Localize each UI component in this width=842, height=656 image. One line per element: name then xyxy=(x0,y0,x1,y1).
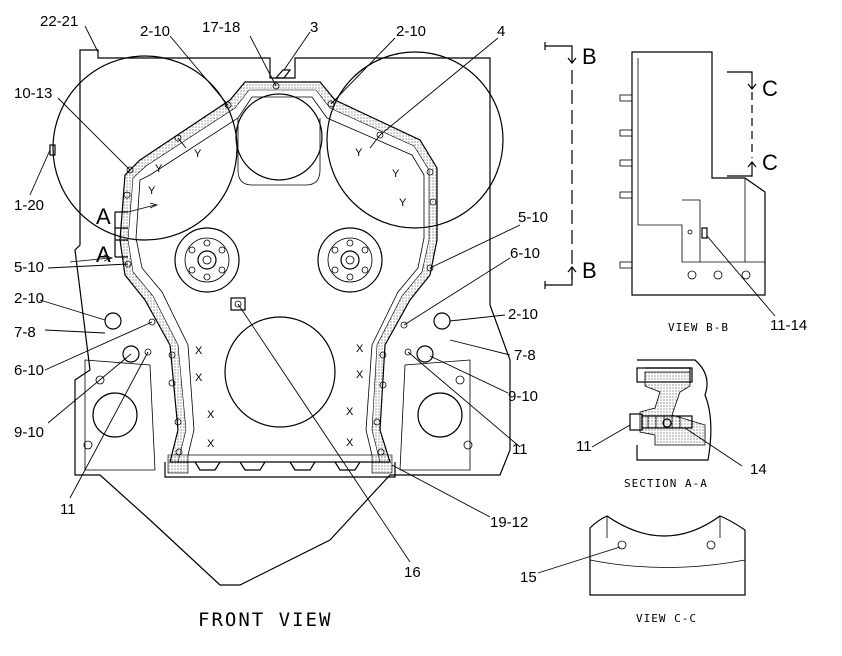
callout-11-section-a: 11 xyxy=(576,438,592,455)
callout-7-8-left: 7-8 xyxy=(14,324,36,341)
callout-7-8-right: 7-8 xyxy=(514,347,536,364)
right-idler xyxy=(317,227,383,293)
x-mark: X xyxy=(346,437,354,449)
callout-5-10-left: 5-10 xyxy=(14,259,44,276)
callout-11-right: 11 xyxy=(512,441,528,458)
view-b-marker: B B xyxy=(544,42,597,289)
pan-flange xyxy=(164,461,396,478)
callout-19-12: 19-12 xyxy=(490,514,528,531)
y-markers: Y Y Y Y Y Y xyxy=(148,147,407,209)
section-a-label-upper: A xyxy=(96,204,111,229)
front-cover-outer xyxy=(119,81,438,463)
x-mark: X xyxy=(195,345,203,357)
front-view-drawing xyxy=(49,49,511,586)
lower-bores xyxy=(83,359,473,471)
y-mark: Y xyxy=(148,185,156,197)
section-b-label-lower: B xyxy=(582,258,597,283)
front-view-title: FRONT VIEW xyxy=(198,609,332,631)
view-bb-drawing: C C xyxy=(619,51,778,317)
callout-4: 4 xyxy=(497,23,505,40)
section-aa-drawing xyxy=(591,359,743,467)
callout-10-13: 10-13 xyxy=(14,85,52,102)
x-mark: X xyxy=(207,438,215,450)
callout-22-21: 22-21 xyxy=(40,13,78,30)
callout-9-10-left: 9-10 xyxy=(14,424,44,441)
x-markers: X X X X X X X X xyxy=(195,343,364,450)
callout-2-10-a: 2-10 xyxy=(140,23,170,40)
callout-2-10-b: 2-10 xyxy=(396,23,426,40)
right-gear xyxy=(326,51,504,229)
section-b-label-upper: B xyxy=(582,44,597,69)
callout-1-20: 1-20 xyxy=(14,197,44,214)
callout-2-10-right: 2-10 xyxy=(508,306,538,323)
left-idler xyxy=(174,227,240,293)
engine-block-outline xyxy=(74,49,511,586)
top-pin xyxy=(274,69,292,79)
top-center-gear xyxy=(235,93,323,181)
front-view-leaders xyxy=(29,25,521,563)
gasket-band xyxy=(119,81,438,463)
x-mark: X xyxy=(195,372,203,384)
view-cc-drawing xyxy=(537,515,746,596)
y-mark: Y xyxy=(392,168,400,180)
crankshaft-opening xyxy=(224,316,336,428)
x-mark: X xyxy=(207,409,215,421)
plug xyxy=(230,297,246,311)
front-view-callouts: 22-21 2-10 17-18 3 2-10 4 10-13 1-20 5-1… xyxy=(14,13,548,581)
y-mark: Y xyxy=(155,163,163,175)
callout-9-10-right: 9-10 xyxy=(508,388,538,405)
section-a-marker xyxy=(114,211,128,258)
callout-11-14: 11-14 xyxy=(770,317,807,334)
callout-17-18: 17-18 xyxy=(202,19,240,36)
pan-gasket-right xyxy=(371,454,393,474)
callout-15: 15 xyxy=(520,569,537,586)
view-bb-title: VIEW B-B xyxy=(668,321,729,334)
bolt-holes xyxy=(104,82,451,456)
callout-6-10-right: 6-10 xyxy=(510,245,540,262)
callout-14-section-a: 14 xyxy=(750,461,767,478)
section-a-label-lower: A xyxy=(96,242,111,267)
callout-16: 16 xyxy=(404,564,421,581)
section-c-label-upper: C xyxy=(762,76,778,101)
view-cc-title: VIEW C-C xyxy=(636,612,697,625)
callout-6-10-left: 6-10 xyxy=(14,362,44,379)
x-mark: X xyxy=(346,406,354,418)
y-mark: Y xyxy=(355,147,363,159)
callout-5-10-right: 5-10 xyxy=(518,209,548,226)
section-c-label-lower: C xyxy=(762,150,778,175)
pan-gasket-left xyxy=(167,454,189,474)
y-mark: Y xyxy=(194,148,202,160)
callout-3: 3 xyxy=(310,19,318,36)
front-cover-inner xyxy=(135,96,425,456)
section-aa-title: SECTION A-A xyxy=(624,477,708,490)
x-mark: X xyxy=(356,343,364,355)
callout-11-left: 11 xyxy=(60,501,76,518)
y-mark: Y xyxy=(399,197,407,209)
center-boss xyxy=(237,118,321,186)
x-mark: X xyxy=(356,369,364,381)
callout-2-10-left: 2-10 xyxy=(14,290,44,307)
